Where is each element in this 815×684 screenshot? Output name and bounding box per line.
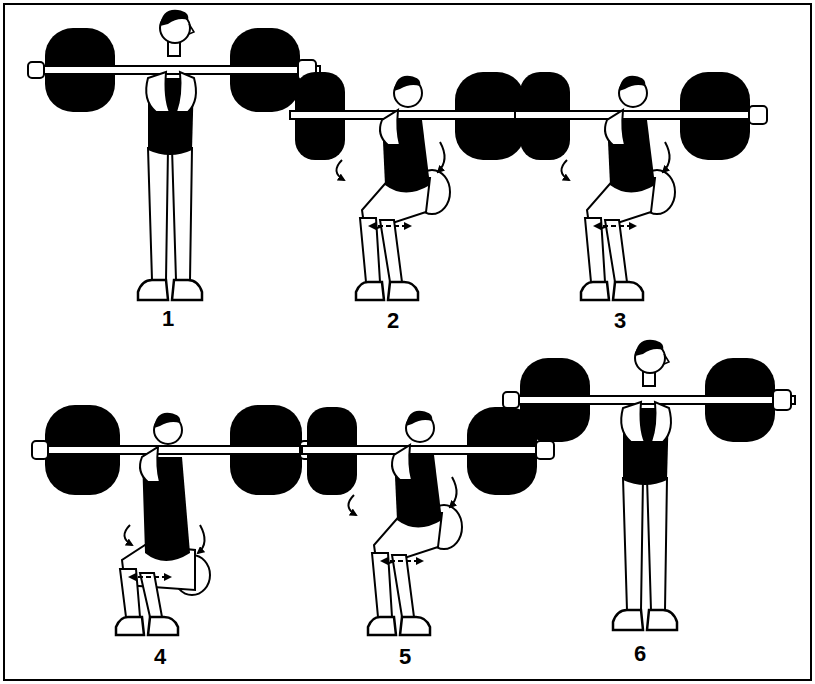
lifter-figure xyxy=(302,407,554,635)
figure-number: 3 xyxy=(614,310,626,332)
frame-border xyxy=(4,4,811,680)
lifter-figure xyxy=(503,340,795,630)
lifter-figure xyxy=(28,10,320,300)
lifter-figure xyxy=(290,72,542,300)
figure-number: 2 xyxy=(387,310,399,332)
figure-number: 1 xyxy=(162,308,174,330)
figure-number: 4 xyxy=(154,646,166,668)
lifter-figure xyxy=(32,405,318,635)
lifter-figure xyxy=(515,72,767,300)
figure-number: 5 xyxy=(399,646,411,668)
figure-number: 6 xyxy=(634,643,646,665)
